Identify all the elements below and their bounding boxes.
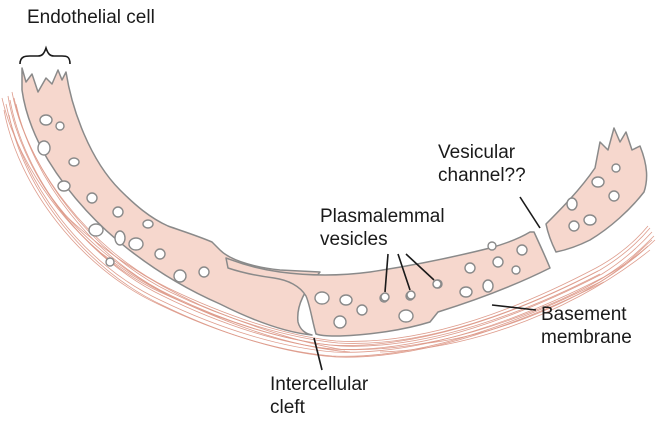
vesicle-leader-3 (405, 253, 435, 281)
labeled-vesicles (380, 279, 442, 302)
endothelial-cells (21, 67, 648, 337)
label-plasmalemmal-vesicles: Plasmalemmal vesicles (320, 206, 445, 250)
label-vesicular-channel: Vesicular channel?? (438, 142, 526, 186)
vesicular-channel-leader (519, 196, 541, 229)
vesicle-leader-1 (384, 253, 389, 293)
endothelial-cell-middle (225, 231, 551, 337)
label-endothelial-cell: Endothelial cell (27, 7, 155, 28)
label-intercellular-cleft: Intercellular cleft (270, 374, 369, 418)
endothelial-cell-left (21, 67, 321, 336)
label-basement-membrane: Basement membrane (541, 304, 632, 348)
plasmalemmal-vesicle-set (37, 114, 621, 329)
endothelial-cell-right (545, 127, 648, 253)
basement-membrane-fibers (1, 91, 656, 358)
leader-lines (313, 196, 541, 371)
vesicle-leader-2 (397, 253, 411, 291)
endothelial-cell-bracket (19, 45, 71, 65)
intercellular-cleft-leader (313, 337, 323, 371)
basement-membrane-leader (491, 304, 537, 311)
